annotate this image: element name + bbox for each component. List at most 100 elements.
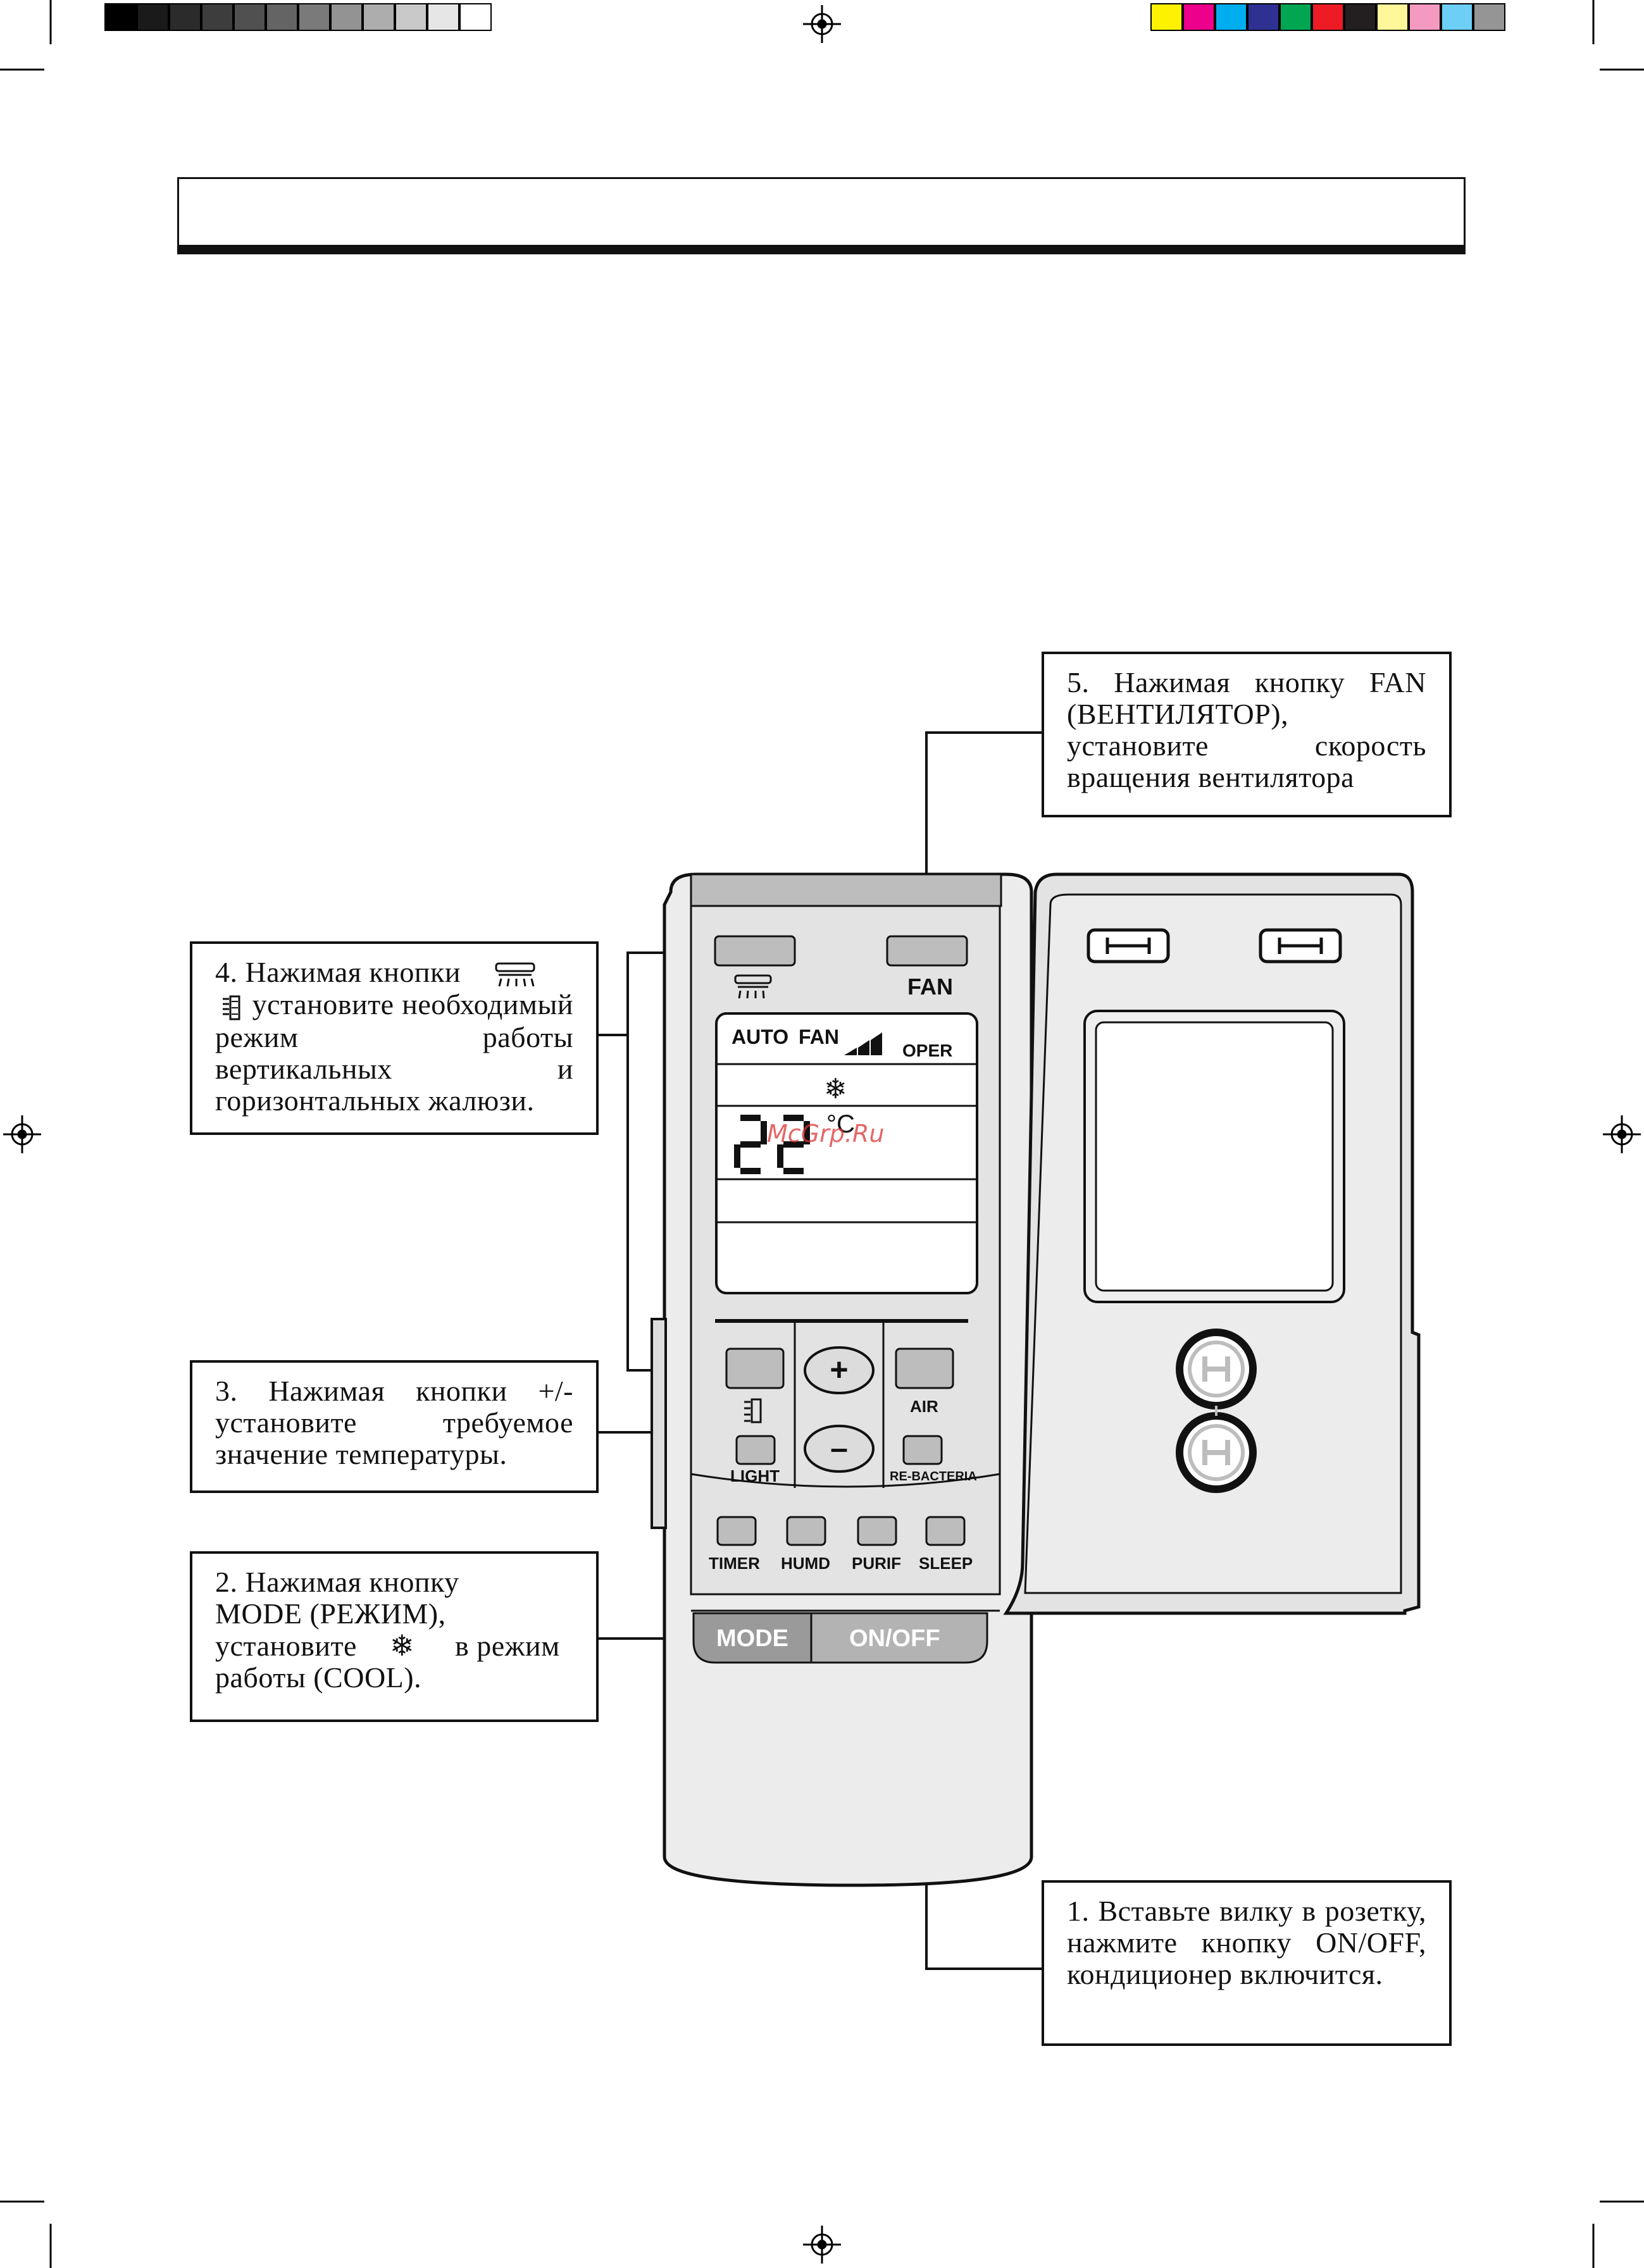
- fan-button[interactable]: [886, 935, 968, 967]
- gray-swatch: [298, 3, 330, 31]
- re-bacteria-label: RE-BACTERIA: [890, 1470, 977, 1484]
- color-swatch: [1473, 3, 1505, 31]
- plus-label: +: [830, 1352, 848, 1387]
- light-button[interactable]: [735, 1435, 776, 1465]
- callout-onoff: 1. Вставьте вилку в розетку, нажмите кно…: [1042, 1880, 1452, 2046]
- gray-swatch: [137, 3, 169, 31]
- purif-button[interactable]: [857, 1516, 897, 1546]
- lcd-digit-segment: [783, 1141, 804, 1148]
- lcd-digit-segment: [783, 1115, 804, 1121]
- color-swatch: [1376, 3, 1409, 31]
- lcd-digit-segment: [734, 1144, 740, 1168]
- lcd-unit: °C: [826, 1110, 855, 1138]
- gray-swatch: [459, 3, 492, 31]
- lcd-digit-segment: [777, 1144, 783, 1168]
- minus-label: –: [830, 1430, 848, 1466]
- lcd-digit-segment: [740, 1141, 761, 1148]
- gray-swatch: [330, 3, 363, 31]
- color-swatch: [1312, 3, 1344, 31]
- gray-swatch: [201, 3, 234, 31]
- callout-temperature-text: 3. Нажимая кнопки +/- установите требуем…: [215, 1375, 573, 1470]
- color-swatch: [1280, 3, 1312, 31]
- remote-cover: [1003, 872, 1421, 1615]
- header-rule: [177, 247, 1466, 254]
- leader-fan-h: [925, 731, 1043, 734]
- lcd-digit-segment: [740, 1115, 761, 1121]
- registration-mark-bottom: [803, 2226, 841, 2264]
- callout-fan: 5. Нажимая кнопку FAN (ВЕНТИЛЯТОР), уста…: [1042, 652, 1452, 817]
- temp-down-button[interactable]: –: [804, 1425, 875, 1473]
- vertical-louver-icon: [744, 1398, 762, 1423]
- callout-temperature: 3. Нажимая кнопки +/- установите требуем…: [190, 1360, 599, 1493]
- louver-vertical-button[interactable]: [725, 1348, 785, 1389]
- mode-button[interactable]: MODE: [692, 1612, 813, 1664]
- gray-swatch: [395, 3, 427, 31]
- vertical-louver-icon: [223, 995, 240, 1020]
- registration-mark-left: [3, 1115, 41, 1153]
- registration-mark-top: [803, 5, 841, 43]
- callout-mode-line3-before: установите: [215, 1630, 357, 1662]
- color-swatch: [1183, 3, 1215, 31]
- humd-label: HUMD: [781, 1554, 830, 1573]
- leader-mode: [596, 1637, 705, 1640]
- lcd-auto: AUTO: [732, 1026, 788, 1048]
- callout-onoff-text: 1. Вставьте вилку в розетку, нажмите кно…: [1067, 1895, 1426, 1990]
- callout-mode: 2. Нажимая кнопку MODE (РЕЖИМ), установи…: [190, 1551, 599, 1722]
- color-swatch: [1215, 3, 1247, 31]
- leader-louver: [596, 1034, 628, 1036]
- gray-swatch: [169, 3, 201, 31]
- header-box: [177, 177, 1466, 247]
- callout-louver-text: 4. Нажимая кнопки установите необходимый…: [215, 957, 573, 1117]
- lcd-digit-segment: [804, 1121, 810, 1144]
- color-swatch: [1247, 3, 1280, 31]
- color-swatch: [1344, 3, 1376, 31]
- callout-mode-line2: MODE (РЕЖИМ),: [215, 1597, 446, 1630]
- callout-mode-line3-after: в режим: [455, 1630, 560, 1662]
- registration-mark-right: [1603, 1115, 1641, 1153]
- fan-speed-icon: [844, 1032, 882, 1055]
- purif-label: PURIF: [852, 1554, 901, 1573]
- callout-mode-line4: работы (COOL).: [215, 1661, 422, 1694]
- temp-up-button[interactable]: +: [804, 1346, 875, 1394]
- callout-fan-text: 5. Нажимая кнопку FAN (ВЕНТИЛЯТОР), уста…: [1067, 666, 1426, 793]
- gray-swatch: [363, 3, 395, 31]
- gray-swatch: [427, 3, 459, 31]
- callout-louver-text-after: установите необходимый режим работы верт…: [215, 988, 573, 1117]
- horizontal-louver-icon: [495, 962, 535, 987]
- callout-mode-line1: 2. Нажимая кнопку: [215, 1566, 459, 1598]
- color-swatch: [1441, 3, 1473, 31]
- on-off-button[interactable]: ON/OFF: [810, 1612, 988, 1664]
- lcd-digit-segment: [783, 1168, 804, 1174]
- louver-horizontal-button[interactable]: [714, 935, 796, 967]
- on-off-label: ON/OFF: [849, 1625, 940, 1652]
- snowflake-icon: ❄: [389, 1628, 415, 1663]
- lcd-fan: FAN: [799, 1026, 839, 1048]
- timer-button[interactable]: [716, 1516, 757, 1546]
- callout-louver: 4. Нажимая кнопки установите необходимый…: [190, 941, 599, 1135]
- lcd-digit-segment: [740, 1168, 761, 1174]
- leader-fan: [925, 731, 928, 959]
- humd-button[interactable]: [786, 1516, 826, 1546]
- leader-onoff-h: [925, 1967, 1043, 1970]
- color-swatch: [1409, 3, 1441, 31]
- re-bacteria-button[interactable]: [902, 1435, 943, 1465]
- gray-swatch: [234, 3, 266, 31]
- horizontal-louver-icon: [734, 974, 772, 999]
- air-button[interactable]: [895, 1348, 954, 1389]
- snowflake-icon: ❄: [824, 1073, 847, 1105]
- lcd-digit-segment: [761, 1121, 767, 1144]
- light-label: LIGHT: [730, 1466, 780, 1485]
- watermark: McGrp.Ru: [767, 1120, 885, 1148]
- remote-control: FAN AUTO FAN OPER ❄ °C LIGHT + – AIR RE-…: [651, 872, 1421, 1887]
- gray-swatch: [266, 3, 298, 31]
- sleep-label: SLEEP: [919, 1554, 973, 1573]
- leader-louver-v: [626, 951, 629, 1372]
- callout-mode-line3: установите ❄ в режим: [215, 1630, 573, 1662]
- gray-swatch: [104, 3, 137, 31]
- callout-louver-text-before: 4. Нажимая кнопки: [215, 956, 461, 988]
- lcd-temperature: [734, 1115, 810, 1174]
- color-swatch: [1150, 3, 1183, 31]
- sleep-button[interactable]: [925, 1516, 966, 1546]
- air-label: AIR: [910, 1397, 938, 1416]
